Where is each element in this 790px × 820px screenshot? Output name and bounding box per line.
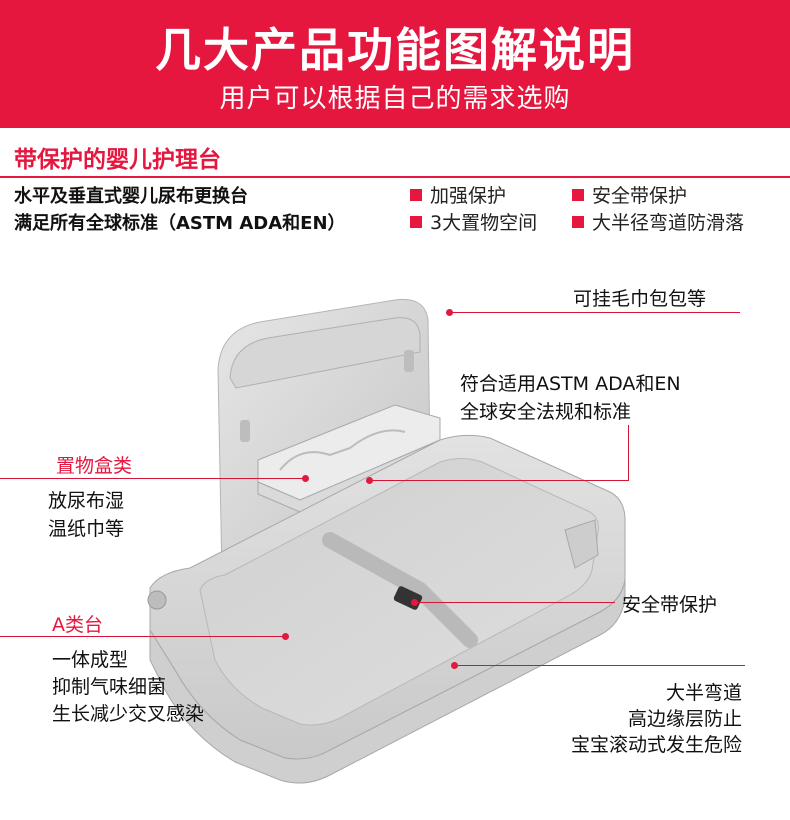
callout-curve-2: 高边缘层防止 <box>627 708 742 730</box>
callout-table-2: 抑制气味细菌 <box>52 676 167 698</box>
hook-bar <box>229 317 421 389</box>
callout-table-1: 一体成型 <box>52 649 129 671</box>
page-subtitle: 用户可以根据自己的需求选购 <box>219 84 571 114</box>
feature-item: 安全带保护 <box>572 181 687 208</box>
leader-line <box>0 636 285 637</box>
leader-dot <box>366 477 373 484</box>
leader-line <box>415 602 615 603</box>
leader-line <box>370 480 629 481</box>
callout-storage-2: 温纸巾等 <box>48 518 125 540</box>
callout-storage-title: 置物盒类 <box>56 455 133 477</box>
callout-curve-3: 宝宝滚动式发生危险 <box>570 734 742 756</box>
callout-table-3: 生长减少交叉感染 <box>52 703 205 725</box>
leader-dot <box>302 475 309 482</box>
leader-line <box>628 425 629 480</box>
section-divider <box>0 176 790 178</box>
spec-line-1: 水平及垂直式婴儿尿布更换台 <box>14 186 248 207</box>
leader-line <box>0 478 305 479</box>
section-title: 带保护的婴儿护理台 <box>14 147 221 173</box>
leader-dot <box>451 662 458 669</box>
page-title: 几大产品功能图解说明 <box>155 23 635 77</box>
wall-slot <box>404 350 414 372</box>
side-handle <box>564 519 599 569</box>
leader-line <box>450 312 740 313</box>
bullet-square-icon <box>572 215 584 228</box>
bullet-square-icon <box>410 188 422 201</box>
table-rim-front <box>149 579 626 784</box>
safety-belt <box>322 532 478 648</box>
callout-storage-1: 放尿布湿 <box>48 490 125 512</box>
callout-curve-1: 大半弯道 <box>665 682 742 704</box>
feature-item: 大半径弯道防滑落 <box>572 208 744 235</box>
leader-dot <box>446 309 453 316</box>
feature-label: 加强保护 <box>430 185 507 207</box>
callout-hang: 可挂毛巾包包等 <box>573 288 707 310</box>
leader-dot <box>411 599 418 606</box>
header-banner: 几大产品功能图解说明 用户可以根据自己的需求选购 <box>0 0 790 128</box>
leader-line <box>455 665 745 666</box>
feature-label: 大半径弯道防滑落 <box>592 212 745 234</box>
feature-label: 3大置物空间 <box>430 212 538 234</box>
callout-standard-2: 全球安全法规和标准 <box>460 401 632 423</box>
feature-label: 安全带保护 <box>592 185 688 207</box>
feature-item: 加强保护 <box>410 181 506 208</box>
baby-changing-station-illustration <box>147 298 626 784</box>
callout-standard-1: 符合适用ASTM ADA和EN <box>460 373 681 395</box>
wall-slot <box>240 420 250 442</box>
tray-divider <box>279 429 406 471</box>
feature-item: 3大置物空间 <box>410 208 537 235</box>
callout-belt: 安全带保护 <box>622 594 718 616</box>
hinge-knob <box>147 590 167 610</box>
bullet-square-icon <box>410 215 422 228</box>
leader-dot <box>282 633 289 640</box>
bullet-square-icon <box>572 188 584 201</box>
spec-line-2: 满足所有全球标准（ASTM ADA和EN） <box>14 213 346 234</box>
callout-table-title: A类台 <box>52 614 103 636</box>
